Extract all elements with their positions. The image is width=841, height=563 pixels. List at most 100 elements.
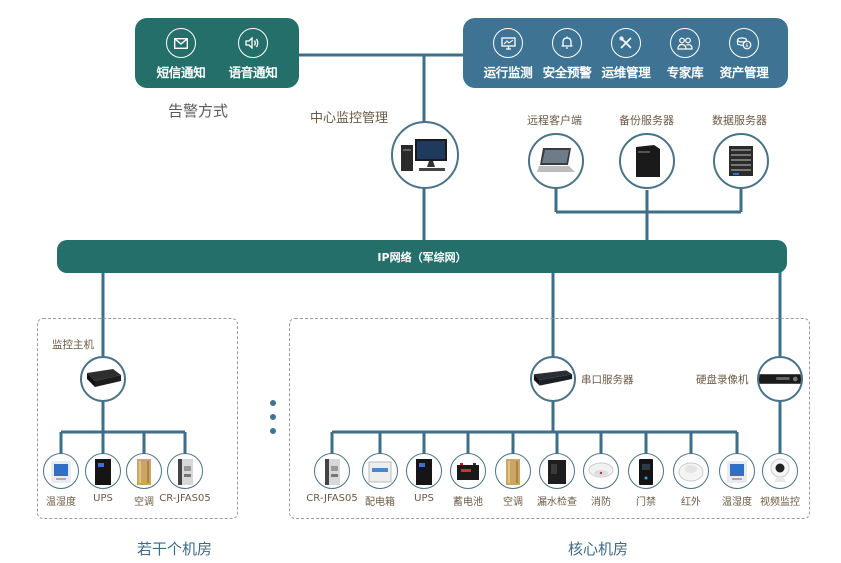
core-device-node[interactable] (539, 453, 575, 489)
core-device-node[interactable] (314, 453, 350, 489)
infrared-sensor-icon (678, 462, 704, 482)
branch-room-caption: 若干个机房 (137, 540, 213, 558)
ups-icon (416, 459, 432, 485)
ip-network-bar: IP网络（军综网） (57, 240, 787, 273)
tower-server-icon (636, 145, 660, 177)
rack-server-icon (729, 146, 753, 176)
voice-notify-label: 语音通知 (228, 65, 278, 80)
envelope-icon (166, 28, 196, 58)
core-room-caption: 核心机房 (568, 540, 629, 558)
alert-method-caption: 告警方式 (168, 102, 229, 120)
svg-text:$: $ (745, 43, 748, 49)
serial-server-label: 串口服务器 (581, 374, 634, 386)
speaker-icon (238, 28, 268, 58)
nvr-icon (759, 374, 801, 384)
function-label: 专家库 (666, 65, 704, 80)
core-device-label: 红外 (681, 497, 701, 508)
function-label: 安全预警 (542, 65, 592, 80)
branch-device-label: UPS (93, 493, 113, 504)
camera-node[interactable] (762, 453, 798, 489)
air-conditioner-icon (506, 459, 520, 485)
core-device-node[interactable] (628, 453, 664, 489)
ip-network-label: IP网络（军综网） (377, 250, 467, 264)
nvr-label: 硬盘录像机 (696, 374, 749, 386)
ellipsis-dot (270, 414, 276, 420)
core-room-box (289, 318, 810, 519)
laptop-icon (537, 148, 575, 172)
core-device-node[interactable] (719, 453, 755, 489)
ellipsis-dot (270, 400, 276, 406)
access-control-icon (639, 459, 653, 485)
serial-server-icon (533, 370, 573, 386)
bell-icon (552, 28, 582, 58)
branch-room-box (37, 318, 238, 519)
core-device-node[interactable] (673, 453, 709, 489)
core-device-label: 配电箱 (365, 497, 395, 508)
camera-label: 视频监控 (760, 497, 800, 508)
core-device-label: 温湿度 (722, 497, 752, 508)
coins-icon: $ (729, 28, 759, 58)
core-device-node[interactable] (583, 453, 619, 489)
remote-client-label: 远程客户端 (527, 114, 582, 127)
core-device-label: 空调 (503, 497, 523, 508)
branch-device-node[interactable] (167, 453, 203, 489)
desktop-computer-icon (401, 139, 447, 171)
cr-jfas05-icon (325, 459, 340, 485)
leak-detector-icon (548, 460, 566, 484)
tools-icon (611, 28, 641, 58)
core-device-label: UPS (414, 493, 434, 504)
function-label: 运行监测 (483, 65, 533, 80)
remote-client-node[interactable] (528, 133, 584, 189)
thermo-hygrometer-icon (51, 461, 71, 483)
host-box-icon (87, 369, 121, 387)
distribution-box-icon (368, 461, 392, 483)
ellipsis-dot (270, 428, 276, 434)
branch-device-label: 温湿度 (46, 497, 76, 508)
users-icon (670, 28, 700, 58)
air-conditioner-icon (137, 459, 151, 485)
core-device-label: CR-JFAS05 (306, 493, 358, 504)
thermo-hygrometer-icon (727, 461, 747, 483)
backup-server-node[interactable] (619, 133, 675, 189)
sms-notify-label: 短信通知 (156, 65, 206, 80)
function-label: 运维管理 (601, 65, 651, 80)
branch-device-node[interactable] (85, 453, 121, 489)
data-server-label: 数据服务器 (712, 114, 767, 127)
data-server-node[interactable] (713, 133, 769, 189)
core-device-node[interactable] (406, 453, 442, 489)
core-device-label: 消防 (591, 497, 611, 508)
serial-server-node[interactable] (530, 356, 576, 402)
branch-device-node[interactable] (126, 453, 162, 489)
backup-server-label: 备份服务器 (619, 114, 674, 127)
monitor-host-label: 监控主机 (52, 339, 94, 351)
alert-method-panel: 短信通知 语音通知 (135, 18, 299, 88)
function-item-monitoring[interactable]: 运行监测 (476, 18, 540, 81)
branch-device-label: 空调 (134, 497, 154, 508)
smoke-detector-icon (588, 462, 614, 478)
function-item-warning[interactable]: 安全预警 (535, 18, 599, 81)
branch-device-node[interactable] (43, 453, 79, 489)
voice-notify-item[interactable]: 语音通知 (221, 18, 285, 81)
function-label: 资产管理 (719, 65, 769, 80)
core-device-node[interactable] (450, 453, 486, 489)
battery-icon (457, 463, 479, 480)
center-monitor-node[interactable] (391, 121, 459, 189)
branch-device-label: CR-JFAS05 (159, 493, 211, 504)
core-device-label: 蓄电池 (453, 497, 483, 508)
function-item-operations[interactable]: 运维管理 (594, 18, 658, 81)
core-device-node[interactable] (362, 453, 398, 489)
sms-notify-item[interactable]: 短信通知 (149, 18, 213, 81)
core-device-node[interactable] (495, 453, 531, 489)
core-device-label: 门禁 (636, 497, 656, 508)
monitor-host-node[interactable] (80, 356, 126, 402)
cr-jfas05-icon (178, 459, 193, 485)
center-monitor-label: 中心监控管理 (310, 111, 389, 126)
nvr-node[interactable] (757, 356, 803, 402)
ups-icon (95, 459, 111, 485)
monitor-chart-icon (493, 28, 523, 58)
core-device-label: 漏水检查 (537, 497, 577, 508)
function-panel: 运行监测 安全预警 运维管理 专家库 $ 资产管理 (463, 18, 788, 88)
function-item-assets[interactable]: $ 资产管理 (712, 18, 776, 81)
function-item-experts[interactable]: 专家库 (653, 18, 717, 81)
